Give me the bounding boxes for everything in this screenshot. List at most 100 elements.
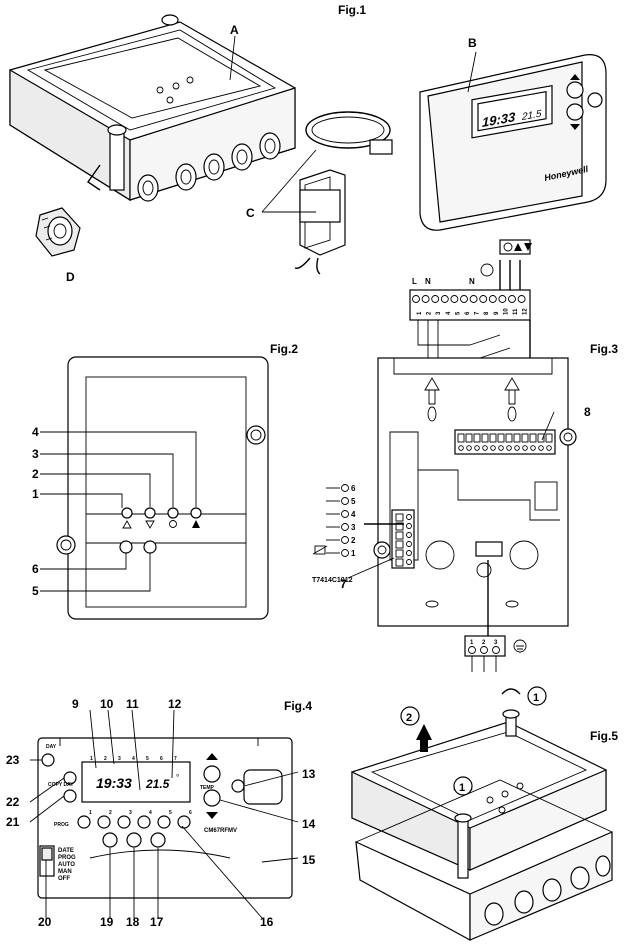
callout-leader <box>131 709 141 791</box>
sensor-terminal-number: 1 <box>351 549 356 558</box>
mode-switch-label: MAN <box>58 869 72 875</box>
callout-leader <box>261 857 299 863</box>
pcb-terminal <box>529 433 537 443</box>
fig2-callout-2: 2 <box>32 467 39 481</box>
fig4-callout-number: 10 <box>100 697 114 711</box>
callout-leader <box>107 709 115 765</box>
fig2-callout-3: 3 <box>32 447 39 461</box>
prog-day-button[interactable] <box>137 815 151 829</box>
pcb-terminal <box>497 433 505 443</box>
fig5-step-1: 1 <box>533 692 539 704</box>
sensor-block-screw <box>406 541 412 547</box>
prog-day-button[interactable] <box>97 815 111 829</box>
callout-leader <box>29 777 65 803</box>
pcb-terminal <box>473 433 481 443</box>
fig4-callout-number: 18 <box>126 915 140 929</box>
lcd-day-number: 1 <box>90 756 93 762</box>
pcb-terminal <box>481 433 489 443</box>
earth-terminal-screw <box>468 646 476 654</box>
earth-terminal-number: 1 <box>470 640 474 646</box>
terminal-screw <box>431 295 440 303</box>
sensor-terminal-number: 3 <box>351 523 356 532</box>
lcd-day-number: 2 <box>104 756 107 762</box>
sensor-terminal-number: 5 <box>351 497 356 506</box>
terminal-screw <box>508 295 516 303</box>
prog-day-number: 6 <box>189 810 192 816</box>
sensor-terminal-screw <box>341 523 349 531</box>
terminal-number: 5 <box>455 311 461 315</box>
earth-terminal-number: 3 <box>494 640 498 646</box>
lcd-day-number: 5 <box>146 756 149 762</box>
prog-day-number: 1 <box>89 810 92 816</box>
prog-day-number: 2 <box>109 810 112 816</box>
fig4-model-label: CM67RFMV <box>204 828 237 834</box>
sensor-terminal-screw <box>341 497 349 505</box>
fig2-callout-5: 5 <box>32 584 39 598</box>
sensor-terminal-screw <box>341 484 349 492</box>
terminal-number: 7 <box>475 311 481 315</box>
prog-day-button[interactable] <box>77 815 91 829</box>
mode-switch-label: AUTO <box>58 862 75 868</box>
sensor-block-screw <box>406 514 412 520</box>
fig3-sensor-model: T7414C1012 <box>312 577 353 584</box>
lcd-day-number: 6 <box>160 756 163 762</box>
fig2: Fig.2 1 2 3 4 5 6 <box>32 342 298 620</box>
fig4-callout-number: 23 <box>6 753 20 767</box>
pcb-terminal <box>465 433 473 443</box>
fig4-callout-number: 22 <box>6 795 20 809</box>
fig4-callout-number: 11 <box>126 697 139 711</box>
prog-day-button[interactable] <box>157 815 171 829</box>
fig1-label-c: C <box>246 206 255 220</box>
prog-day-number: 3 <box>129 810 132 816</box>
callout-leader <box>243 771 299 787</box>
sensor-terminal-number: 4 <box>351 510 356 519</box>
earth-terminal-screw <box>480 646 488 654</box>
pcb-terminal-screw <box>514 445 520 451</box>
fig4-display-unit: ° <box>176 773 179 782</box>
fig4-callout-number: 17 <box>150 915 164 929</box>
sensor-block-terminal <box>395 513 404 522</box>
pcb-terminal <box>457 433 465 443</box>
fig4-callout-number: 14 <box>302 817 316 831</box>
pcb-terminal <box>521 433 529 443</box>
fig4-temp-label: TEMP <box>200 785 215 791</box>
prog-day-number: 5 <box>169 810 172 816</box>
mode-switch-label: OFF <box>58 876 70 882</box>
fig4-callout-number: 16 <box>260 915 274 929</box>
fig5-step-1b: 1 <box>459 782 465 794</box>
lcd-day-number: 4 <box>132 756 135 762</box>
prog-day-button[interactable] <box>117 815 131 829</box>
mode-switch-label: DATE <box>58 848 74 854</box>
pipe-clamp <box>294 111 393 275</box>
terminal-number: 4 <box>446 311 452 315</box>
terminal-number: 12 <box>523 308 529 315</box>
prog-day-button[interactable] <box>177 815 191 829</box>
pcb-terminal-screw <box>474 445 480 451</box>
pcb-terminal-screw <box>530 445 536 451</box>
sensor-terminal-screw <box>341 536 349 544</box>
thermostat-temp: 21.5 <box>521 109 542 124</box>
terminal-screw <box>440 295 449 303</box>
sensor-block-terminal <box>395 540 404 549</box>
terminal-number: 11 <box>513 308 519 315</box>
fig3-label-n: N <box>425 277 431 286</box>
fig4-display-time: 19:33 <box>96 775 132 791</box>
fig2-callout-1: 1 <box>32 487 39 501</box>
pcb-terminal-screw <box>498 445 504 451</box>
sensor-block-terminal <box>395 549 404 558</box>
sensor-block-terminal <box>395 558 404 567</box>
cable-gland <box>35 207 81 257</box>
callout-leader <box>181 825 263 919</box>
receiver-box <box>9 14 296 202</box>
pcb-terminal <box>505 433 513 443</box>
pcb-terminal <box>513 433 521 443</box>
pcb-terminal-screw <box>506 445 512 451</box>
terminal-screw <box>479 295 488 303</box>
fig1-label-d: D <box>66 270 75 284</box>
pcb-terminal-screw <box>522 445 528 451</box>
lcd-day-number: 7 <box>174 756 177 762</box>
callout-leader <box>171 709 175 779</box>
